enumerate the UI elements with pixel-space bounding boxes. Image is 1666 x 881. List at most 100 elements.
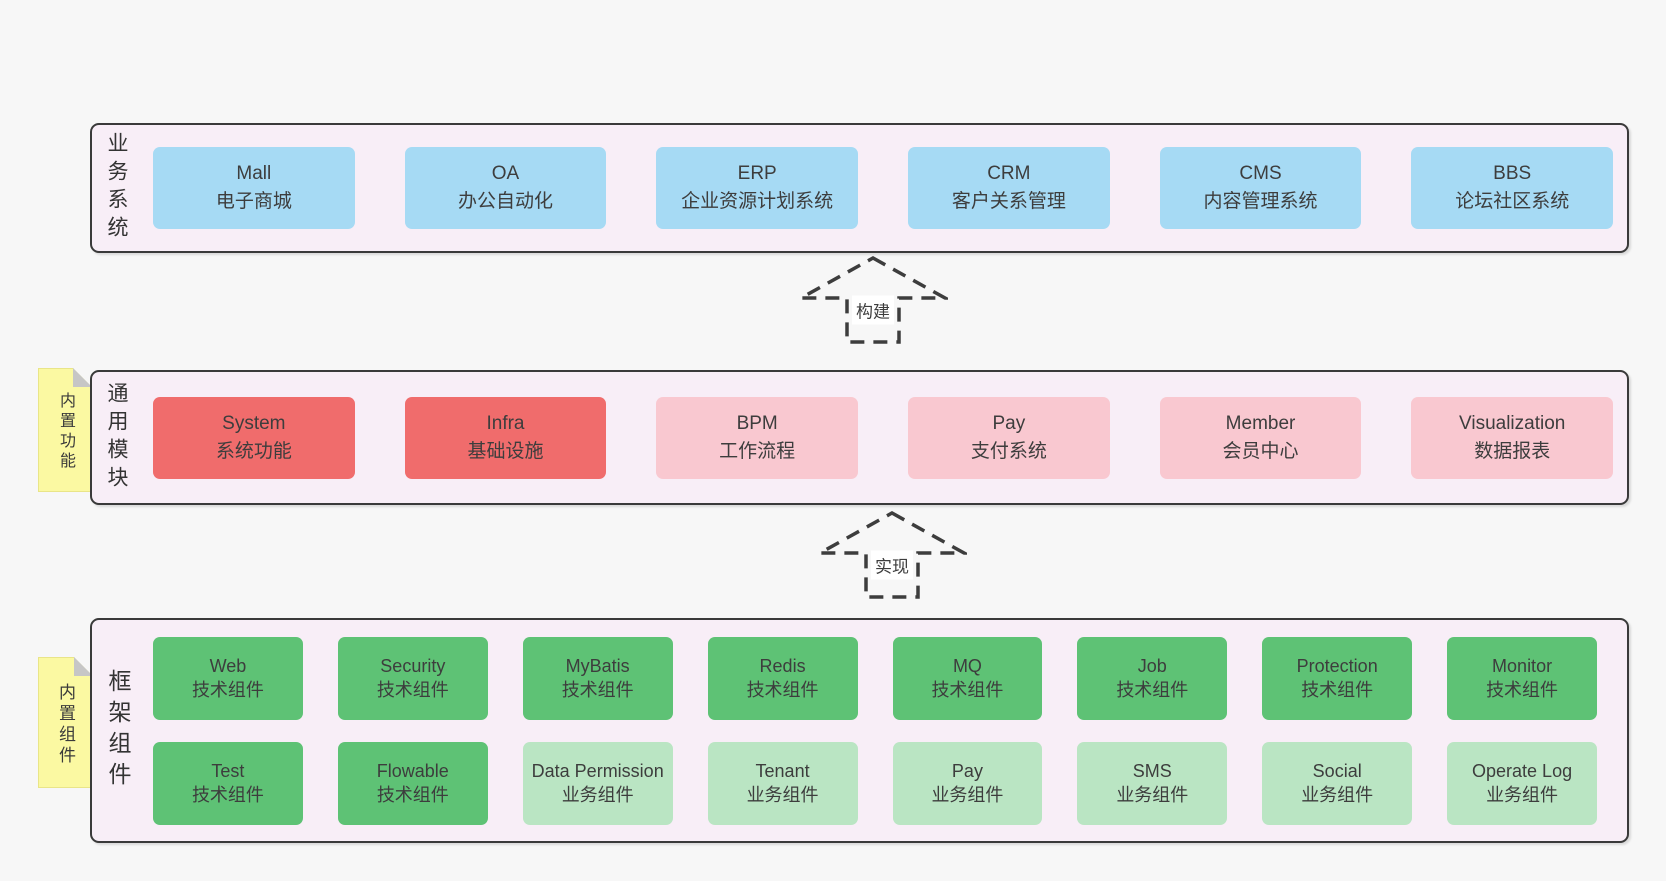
box-security: Security 技术组件 — [337, 637, 488, 720]
arrow-build: 构建 — [798, 255, 948, 345]
box-name: CRM — [987, 163, 1031, 185]
box-desc: 支付系统 — [970, 440, 1047, 462]
box-name: MQ — [952, 655, 982, 676]
box-name: Visualization — [1459, 412, 1566, 434]
box-web: Web 技术组件 — [153, 637, 303, 720]
band-framework-components: 框架组件 Web 技术组件 Security 技术组件 MyBatis 技术组件… — [90, 618, 1629, 843]
box-infra: Infra 基础设施 — [404, 396, 607, 479]
box-name: Monitor — [1492, 655, 1553, 676]
box-name: Member — [1225, 412, 1296, 434]
box-oa: OA 办公自动化 — [404, 147, 607, 229]
box-name: Pay — [951, 760, 983, 781]
box-desc: 业务组件 — [931, 784, 1004, 805]
box-desc: 技术组件 — [376, 679, 449, 700]
sticky-note-built-in-components: 内置组件 — [38, 657, 93, 788]
box-member: Member 会员中心 — [1159, 396, 1362, 479]
arrow-implement-label: 实现 — [871, 550, 913, 580]
common-modules-boxes: System 系统功能 Infra 基础设施 BPM 工作流程 Pay 支付系统… — [153, 396, 1614, 479]
box-desc: 技术组件 — [746, 679, 819, 700]
box-data-permission: Data Permission 业务组件 — [522, 742, 673, 825]
framework-components-rows: Web 技术组件 Security 技术组件 MyBatis 技术组件 Redi… — [153, 637, 1597, 825]
box-desc: 业务组件 — [746, 784, 819, 805]
box-name: SMS — [1132, 760, 1172, 781]
box-cms: CMS 内容管理系统 — [1159, 147, 1362, 229]
box-desc: 业务组件 — [1486, 784, 1559, 805]
box-desc: 客户关系管理 — [951, 191, 1066, 212]
box-desc: 技术组件 — [191, 784, 264, 805]
box-mq: MQ 技术组件 — [892, 637, 1043, 720]
box-desc: 企业资源计划系统 — [681, 191, 834, 212]
band-label-framework-components: 框架组件 — [105, 668, 131, 793]
box-flowable: Flowable 技术组件 — [337, 742, 488, 825]
box-desc: 技术组件 — [931, 679, 1004, 700]
box-name: Security — [380, 655, 446, 676]
box-job: Job 技术组件 — [1077, 637, 1228, 720]
sticky-note-label: 内置组件 — [56, 683, 75, 768]
box-name: Data Permission — [531, 760, 664, 781]
box-desc: 技术组件 — [1486, 679, 1559, 700]
box-name: Tenant — [755, 760, 810, 781]
box-desc: 业务组件 — [1301, 784, 1374, 805]
box-name: BPM — [736, 412, 778, 434]
business-systems-boxes: Mall 电子商城 OA 办公自动化 ERP 企业资源计划系统 CRM 客户关系… — [153, 147, 1614, 229]
box-desc: 技术组件 — [561, 679, 634, 700]
box-desc: 办公自动化 — [458, 191, 554, 212]
box-name: ERP — [737, 163, 777, 185]
box-name: CMS — [1239, 163, 1282, 185]
box-name: Infra — [486, 412, 525, 434]
box-name: MyBatis — [565, 655, 630, 676]
band-label-business-systems: 业务系统 — [105, 132, 128, 244]
box-name: Job — [1137, 655, 1167, 676]
box-desc: 系统功能 — [215, 440, 292, 462]
box-sms: SMS 业务组件 — [1077, 742, 1228, 825]
box-desc: 数据报表 — [1474, 440, 1551, 462]
box-name: Protection — [1296, 655, 1378, 676]
box-name: Mall — [236, 163, 272, 185]
box-pay-component: Pay 业务组件 — [892, 742, 1043, 825]
box-name: Web — [209, 655, 247, 676]
box-name: Test — [211, 760, 245, 781]
box-system: System 系统功能 — [153, 396, 355, 479]
box-monitor: Monitor 技术组件 — [1447, 637, 1597, 720]
box-name: Operate Log — [1472, 760, 1573, 781]
box-desc: 技术组件 — [1301, 679, 1374, 700]
band-business-systems: 业务系统 Mall 电子商城 OA 办公自动化 ERP 企业资源计划系统 CRM… — [90, 123, 1629, 253]
box-desc: 电子商城 — [215, 191, 292, 212]
box-bpm: BPM 工作流程 — [656, 396, 859, 479]
box-pay-system: Pay 支付系统 — [908, 396, 1110, 479]
box-desc: 技术组件 — [376, 784, 449, 805]
sticky-note-body — [38, 657, 93, 788]
box-desc: 业务组件 — [561, 784, 634, 805]
box-desc: 业务组件 — [1116, 784, 1189, 805]
box-operate-log: Operate Log 业务组件 — [1447, 742, 1597, 825]
box-mybatis: MyBatis 技术组件 — [522, 637, 673, 720]
box-name: BBS — [1493, 163, 1532, 185]
up-block-arrow-icon — [817, 510, 967, 599]
band-common-modules: 通用模块 System 系统功能 Infra 基础设施 BPM 工作流程 Pay… — [90, 370, 1629, 505]
box-visualization: Visualization 数据报表 — [1411, 396, 1614, 479]
box-test: Test 技术组件 — [153, 742, 303, 825]
box-desc: 基础设施 — [467, 440, 544, 462]
arrow-implement: 实现 — [817, 510, 967, 600]
box-tenant: Tenant 业务组件 — [707, 742, 858, 825]
box-desc: 会员中心 — [1222, 440, 1299, 462]
box-protection: Protection 技术组件 — [1262, 637, 1413, 720]
box-social: Social 业务组件 — [1262, 742, 1413, 825]
box-name: OA — [491, 163, 520, 185]
box-mall: Mall 电子商城 — [153, 147, 355, 229]
framework-components-row-2: Test 技术组件 Flowable 技术组件 Data Permission … — [153, 742, 1597, 825]
band-label-common-modules: 通用模块 — [105, 381, 128, 494]
framework-components-row-1: Web 技术组件 Security 技术组件 MyBatis 技术组件 Redi… — [153, 637, 1597, 720]
sticky-note-body — [38, 368, 92, 492]
sticky-note-built-in-features: 内置功能 — [38, 368, 92, 492]
arrow-build-label: 构建 — [852, 295, 894, 325]
box-desc: 工作流程 — [719, 440, 796, 462]
sticky-note-label: 内置功能 — [57, 392, 74, 473]
box-name: System — [222, 412, 286, 434]
box-bbs: BBS 论坛社区系统 — [1411, 147, 1614, 229]
box-name: Social — [1312, 760, 1362, 781]
box-desc: 技术组件 — [1116, 679, 1189, 700]
up-block-arrow-icon — [798, 255, 948, 344]
box-desc: 内容管理系统 — [1203, 191, 1318, 212]
